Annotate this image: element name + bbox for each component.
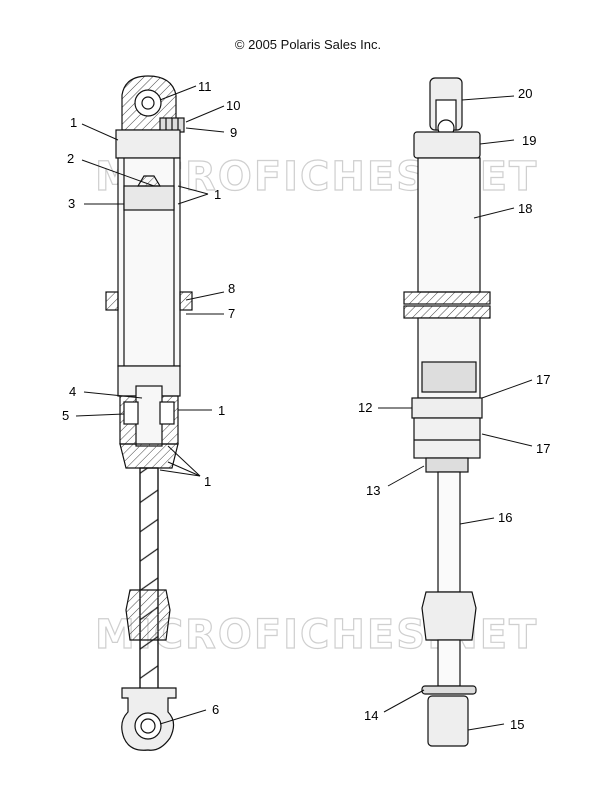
callout-16: 16 [498,510,512,525]
floating-piston [123,185,175,211]
top-collar [115,129,181,159]
spring-collar-upper [403,291,491,305]
shock-body-exterior [417,157,481,293]
left-shock-assembly [105,75,193,751]
callout-15: 15 [510,717,524,732]
copyright-notice: © 2005 Polaris Sales Inc. [234,37,382,52]
callout-2: 2 [67,151,74,166]
callout-10: 10 [226,98,240,113]
spring-collar-lower [403,305,491,319]
callout-17-lower: 17 [536,441,550,456]
shaft-exterior [437,471,461,593]
decal [421,361,477,393]
bump-stop [125,589,171,641]
bump-stop-exterior [421,591,477,641]
callout-5: 5 [62,408,69,423]
callout-18: 18 [518,201,532,216]
callout-3: 3 [68,196,75,211]
callout-20: 20 [518,86,532,101]
right-shock-assembly [403,77,491,747]
callout-1-seal: 1 [218,403,225,418]
callout-4: 4 [69,384,76,399]
callout-13: 13 [366,483,380,498]
shaft [139,467,159,691]
callouts: 11 10 9 1 2 1 3 8 7 4 5 1 1 6 20 19 18 1… [62,79,550,732]
callout-1-top: 1 [70,115,77,130]
callout-9: 9 [230,125,237,140]
callout-8: 8 [228,281,235,296]
callout-1-bumper: 1 [204,474,211,489]
callout-11: 11 [198,79,212,94]
washer [421,685,477,695]
callout-12: 12 [358,400,372,415]
callout-14: 14 [364,708,378,723]
right-clip [179,291,193,311]
bumper [119,443,179,469]
leader-lines [75,85,533,731]
callout-19: 19 [522,133,536,148]
callout-1-piston: 1 [214,187,221,202]
left-clip [105,291,119,311]
callout-6: 6 [212,702,219,717]
seal-collar [411,397,483,419]
callout-17-upper: 17 [536,372,550,387]
piston-core [135,385,163,447]
callout-7: 7 [228,306,235,321]
seal-nut [425,457,469,473]
body-cap [413,131,481,159]
bottom-mount [427,695,469,747]
